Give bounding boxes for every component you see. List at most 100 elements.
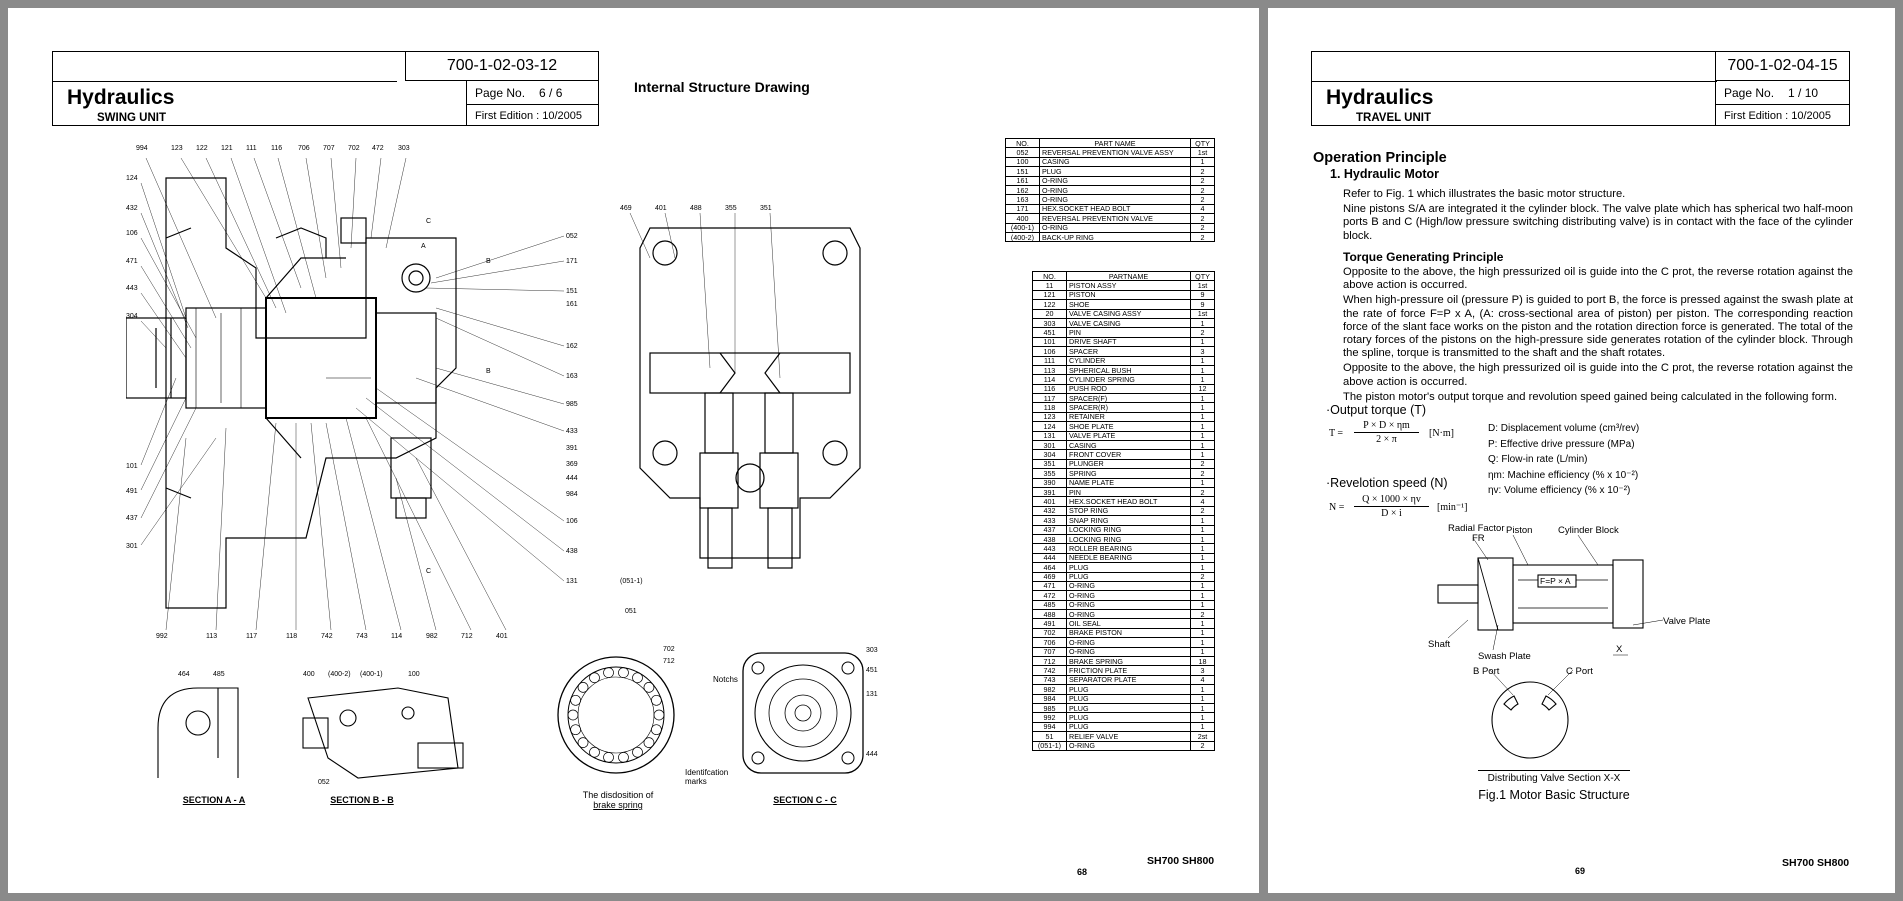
svg-text:491: 491 [126, 488, 138, 495]
part-qty: 1 [1190, 449, 1215, 460]
part-name: VALVE CASING ASSY [1066, 308, 1191, 319]
part-no: 438 [1032, 533, 1067, 545]
svg-text:171: 171 [566, 258, 578, 265]
document-code: 700-1-02-03-12 [405, 52, 598, 81]
part-no: 400 [1005, 213, 1040, 224]
part-qty: 9 [1190, 289, 1215, 301]
part-no: 117 [1032, 393, 1067, 404]
section-subtitle: TRAVEL UNIT [1356, 112, 1431, 124]
part-no: 351 [1032, 458, 1067, 470]
part-no: 471 [1032, 580, 1067, 592]
part-no: 984 [1032, 693, 1067, 704]
part-name: HEX.SOCKET HEAD BOLT [1039, 203, 1191, 215]
part-qty: 1 [1190, 421, 1215, 432]
part-no: 706 [1032, 637, 1067, 648]
part-name: PLUG [1066, 712, 1191, 723]
label-revolution-speed: ·Revelotion speed (N) [1326, 476, 1448, 490]
part-no: 390 [1032, 477, 1067, 489]
part-name: PLUG [1066, 702, 1191, 714]
part-no: 437 [1032, 524, 1067, 535]
part-name: PLUG [1066, 693, 1191, 704]
svg-text:485: 485 [213, 671, 225, 678]
part-name: PLUNGER [1066, 458, 1191, 470]
part-qty: 1 [1190, 552, 1215, 564]
part-no: 20 [1032, 308, 1067, 319]
part-name: SHOE [1066, 299, 1191, 310]
caption-brake-spring-line1: The disdosition of [582, 790, 654, 800]
svg-text:117: 117 [246, 633, 257, 640]
col-part-name: PART NAME [1039, 137, 1191, 149]
part-name: PLUG [1066, 562, 1191, 573]
svg-text:488: 488 [690, 205, 702, 212]
part-name: SEPARATOR PLATE [1066, 674, 1191, 686]
part-name: SPHERICAL BUSH [1066, 364, 1191, 376]
svg-text:471: 471 [126, 258, 138, 265]
part-qty: 2 [1190, 327, 1215, 338]
definition: D: Displacement volume (cm³/rev) [1488, 423, 1640, 434]
svg-text:(400-2): (400-2) [328, 671, 351, 678]
part-no: 304 [1032, 449, 1067, 460]
part-name: FRICTION PLATE [1066, 665, 1191, 676]
section-subtitle: SWING UNIT [97, 112, 166, 124]
part-qty: 2 [1190, 609, 1215, 620]
part-qty: 1st [1190, 280, 1215, 291]
part-qty: 1 [1190, 374, 1215, 385]
part-qty: 1 [1190, 693, 1215, 704]
svg-text:401: 401 [655, 205, 667, 212]
part-name: O-RING [1066, 599, 1191, 611]
part-name: PLUG [1066, 721, 1191, 733]
part-qty: 12 [1190, 383, 1215, 395]
part-name: PIN [1066, 327, 1191, 338]
label-radial-factor: Radial Factor [1448, 523, 1505, 534]
part-name: O-RING [1066, 637, 1191, 648]
part-qty: 1 [1190, 543, 1215, 554]
part-no: 994 [1032, 721, 1067, 733]
part-no: 464 [1032, 562, 1067, 573]
svg-text:124: 124 [126, 175, 138, 182]
part-no: 171 [1005, 203, 1040, 215]
part-qty: 2 [1190, 740, 1215, 751]
part-name: DRIVE SHAFT [1066, 336, 1191, 348]
part-name: VALVE PLATE [1066, 430, 1191, 442]
figure-caption: Fig.1 Motor Basic Structure [1478, 788, 1630, 802]
caption-section-cc: SECTION C - C [773, 795, 837, 805]
part-qty: 1 [1190, 524, 1215, 535]
part-name: NAME PLATE [1066, 477, 1191, 489]
label-identification: Identifcation marks [685, 768, 745, 786]
part-name: PISTON ASSY [1066, 280, 1191, 291]
definitions-list: D: Displacement volume (cm³/rev) P: Effe… [1488, 421, 1639, 499]
svg-text:472: 472 [372, 145, 384, 152]
part-no: 111 [1032, 355, 1067, 366]
part-no: 472 [1032, 590, 1067, 601]
paragraph: Opposite to the above, the high pressuri… [1343, 362, 1853, 388]
svg-text:351: 351 [760, 205, 772, 212]
svg-text:122: 122 [196, 145, 208, 152]
part-name: O-RING [1039, 175, 1191, 186]
part-name: BACK-UP RING [1039, 231, 1191, 243]
svg-text:994: 994 [136, 145, 148, 152]
part-no: 151 [1005, 166, 1040, 177]
document-page-69: 700-1-02-04-15 Hydraulics TRAVEL UNIT Pa… [1268, 8, 1895, 893]
svg-text:303: 303 [866, 647, 878, 654]
part-qty: 1 [1190, 712, 1215, 723]
part-qty: 1 [1190, 402, 1215, 413]
part-qty: 2st [1190, 731, 1215, 742]
part-no: 444 [1032, 552, 1067, 564]
